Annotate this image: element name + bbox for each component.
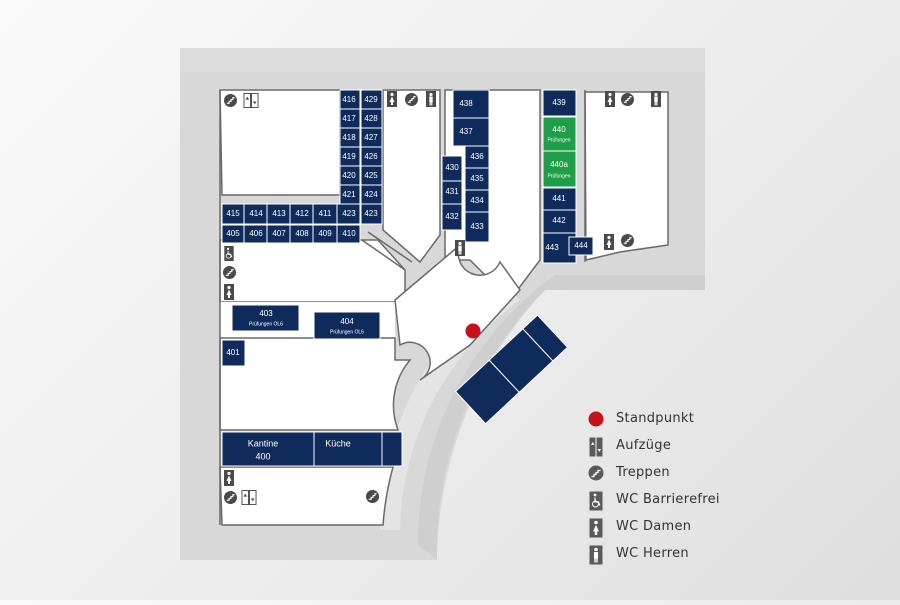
room-label-423-a: 423 xyxy=(342,209,356,218)
room-label-kueche: Küche xyxy=(325,438,351,448)
room-label-405: 405 xyxy=(226,229,240,238)
room-label-406: 406 xyxy=(249,229,263,238)
elevator-icon xyxy=(589,437,603,457)
room-label-423-b: 423 xyxy=(364,209,378,218)
female-icon xyxy=(387,91,397,107)
legend-item-aufzuege: Aufzüge xyxy=(588,437,788,464)
female-icon xyxy=(224,284,234,300)
room-label-425: 425 xyxy=(364,171,378,180)
room-label-436: 436 xyxy=(470,152,484,161)
room-label-418: 418 xyxy=(342,133,356,142)
room-sub-440: Prüfungen xyxy=(547,137,570,143)
room-label-kantine: Kantine xyxy=(248,438,279,448)
female-icon xyxy=(224,470,234,486)
room-label-440: 440 xyxy=(552,125,566,134)
room-label-417: 417 xyxy=(342,114,356,123)
legend-label: Treppen xyxy=(616,465,670,480)
room-label-441: 441 xyxy=(552,194,566,203)
wheelchair-icon xyxy=(589,491,603,511)
legend-item-wc-barrierefrei: WC Barrierefrei xyxy=(588,491,788,518)
female-icon xyxy=(604,234,614,250)
room-label-413: 413 xyxy=(272,209,286,218)
room-label-431: 431 xyxy=(445,187,459,196)
room-label-437: 437 xyxy=(459,127,473,136)
room-sub-403: Prüfungen OL6 xyxy=(249,321,283,327)
wheelchair-icon xyxy=(224,246,234,261)
male-icon xyxy=(455,240,465,256)
room-label-444: 444 xyxy=(574,241,588,250)
room-label-410: 410 xyxy=(342,229,356,238)
room-label-409: 409 xyxy=(318,229,332,238)
room-label-432: 432 xyxy=(445,212,459,221)
legend-label: WC Barrierefrei xyxy=(616,492,720,507)
room-label-438: 438 xyxy=(459,99,473,108)
room-label-434: 434 xyxy=(470,196,484,205)
stairs-icon xyxy=(224,491,237,504)
walls xyxy=(219,90,652,525)
room-sub-404: Prüfungen OL6 xyxy=(330,329,364,335)
stairs-icon xyxy=(588,465,604,481)
stairs-icon xyxy=(366,490,379,503)
room-labels: 416 417 418 419 420 421 429 428 427 426 … xyxy=(226,95,588,461)
male-icon xyxy=(589,545,603,565)
room-label-426: 426 xyxy=(364,152,378,161)
room-label-427: 427 xyxy=(364,133,378,142)
highlighted-rooms xyxy=(542,116,577,188)
legend-item-wc-herren: WC Herren xyxy=(588,545,788,572)
room-label-442: 442 xyxy=(552,216,566,225)
room-label-400: 400 xyxy=(255,451,270,461)
room-label-407: 407 xyxy=(272,229,286,238)
legend-label: WC Damen xyxy=(616,519,692,534)
legend-label: Standpunkt xyxy=(616,411,695,426)
room-label-414: 414 xyxy=(249,209,263,218)
stairs-icon xyxy=(405,93,418,106)
location-dot-icon xyxy=(588,411,604,427)
room-label-440a: 440a xyxy=(550,160,568,169)
stairs-icon xyxy=(224,94,237,107)
room-label-433: 433 xyxy=(470,222,484,231)
room-label-415: 415 xyxy=(226,209,240,218)
room-label-416: 416 xyxy=(342,95,356,104)
current-location-marker xyxy=(465,323,481,339)
room-sub-440a: Prüfungen xyxy=(547,173,570,179)
room-label-412: 412 xyxy=(295,209,309,218)
room-label-404: 404 xyxy=(340,317,354,326)
room-label-443: 443 xyxy=(545,243,559,252)
room-label-424: 424 xyxy=(364,190,378,199)
room-label-403: 403 xyxy=(259,309,273,318)
stairs-icon xyxy=(621,93,634,106)
male-icon xyxy=(426,91,436,107)
stairs-icon xyxy=(621,234,634,247)
floor-areas xyxy=(219,89,669,526)
rooms xyxy=(221,89,594,467)
room-label-408: 408 xyxy=(295,229,309,238)
room-label-439: 439 xyxy=(552,98,566,107)
room-label-421: 421 xyxy=(342,190,356,199)
legend: Standpunkt Aufzüge Treppen WC Barrierefr… xyxy=(588,410,788,572)
room-label-411: 411 xyxy=(319,209,332,218)
room-label-435: 435 xyxy=(470,174,484,183)
legend-label: Aufzüge xyxy=(616,438,672,453)
room-label-420: 420 xyxy=(342,171,356,180)
legend-item-treppen: Treppen xyxy=(588,464,788,491)
room-label-419: 419 xyxy=(342,152,356,161)
legend-item-standpunkt: Standpunkt xyxy=(588,410,788,437)
legend-item-wc-damen: WC Damen xyxy=(588,518,788,545)
male-icon xyxy=(651,91,661,107)
room-label-401: 401 xyxy=(226,348,240,357)
room-label-429: 429 xyxy=(364,95,378,104)
female-icon xyxy=(589,518,603,538)
room-label-430: 430 xyxy=(445,163,459,172)
female-icon xyxy=(605,91,615,107)
legend-label: WC Herren xyxy=(616,546,689,561)
stairs-icon xyxy=(223,266,236,279)
room-label-428: 428 xyxy=(364,114,378,123)
